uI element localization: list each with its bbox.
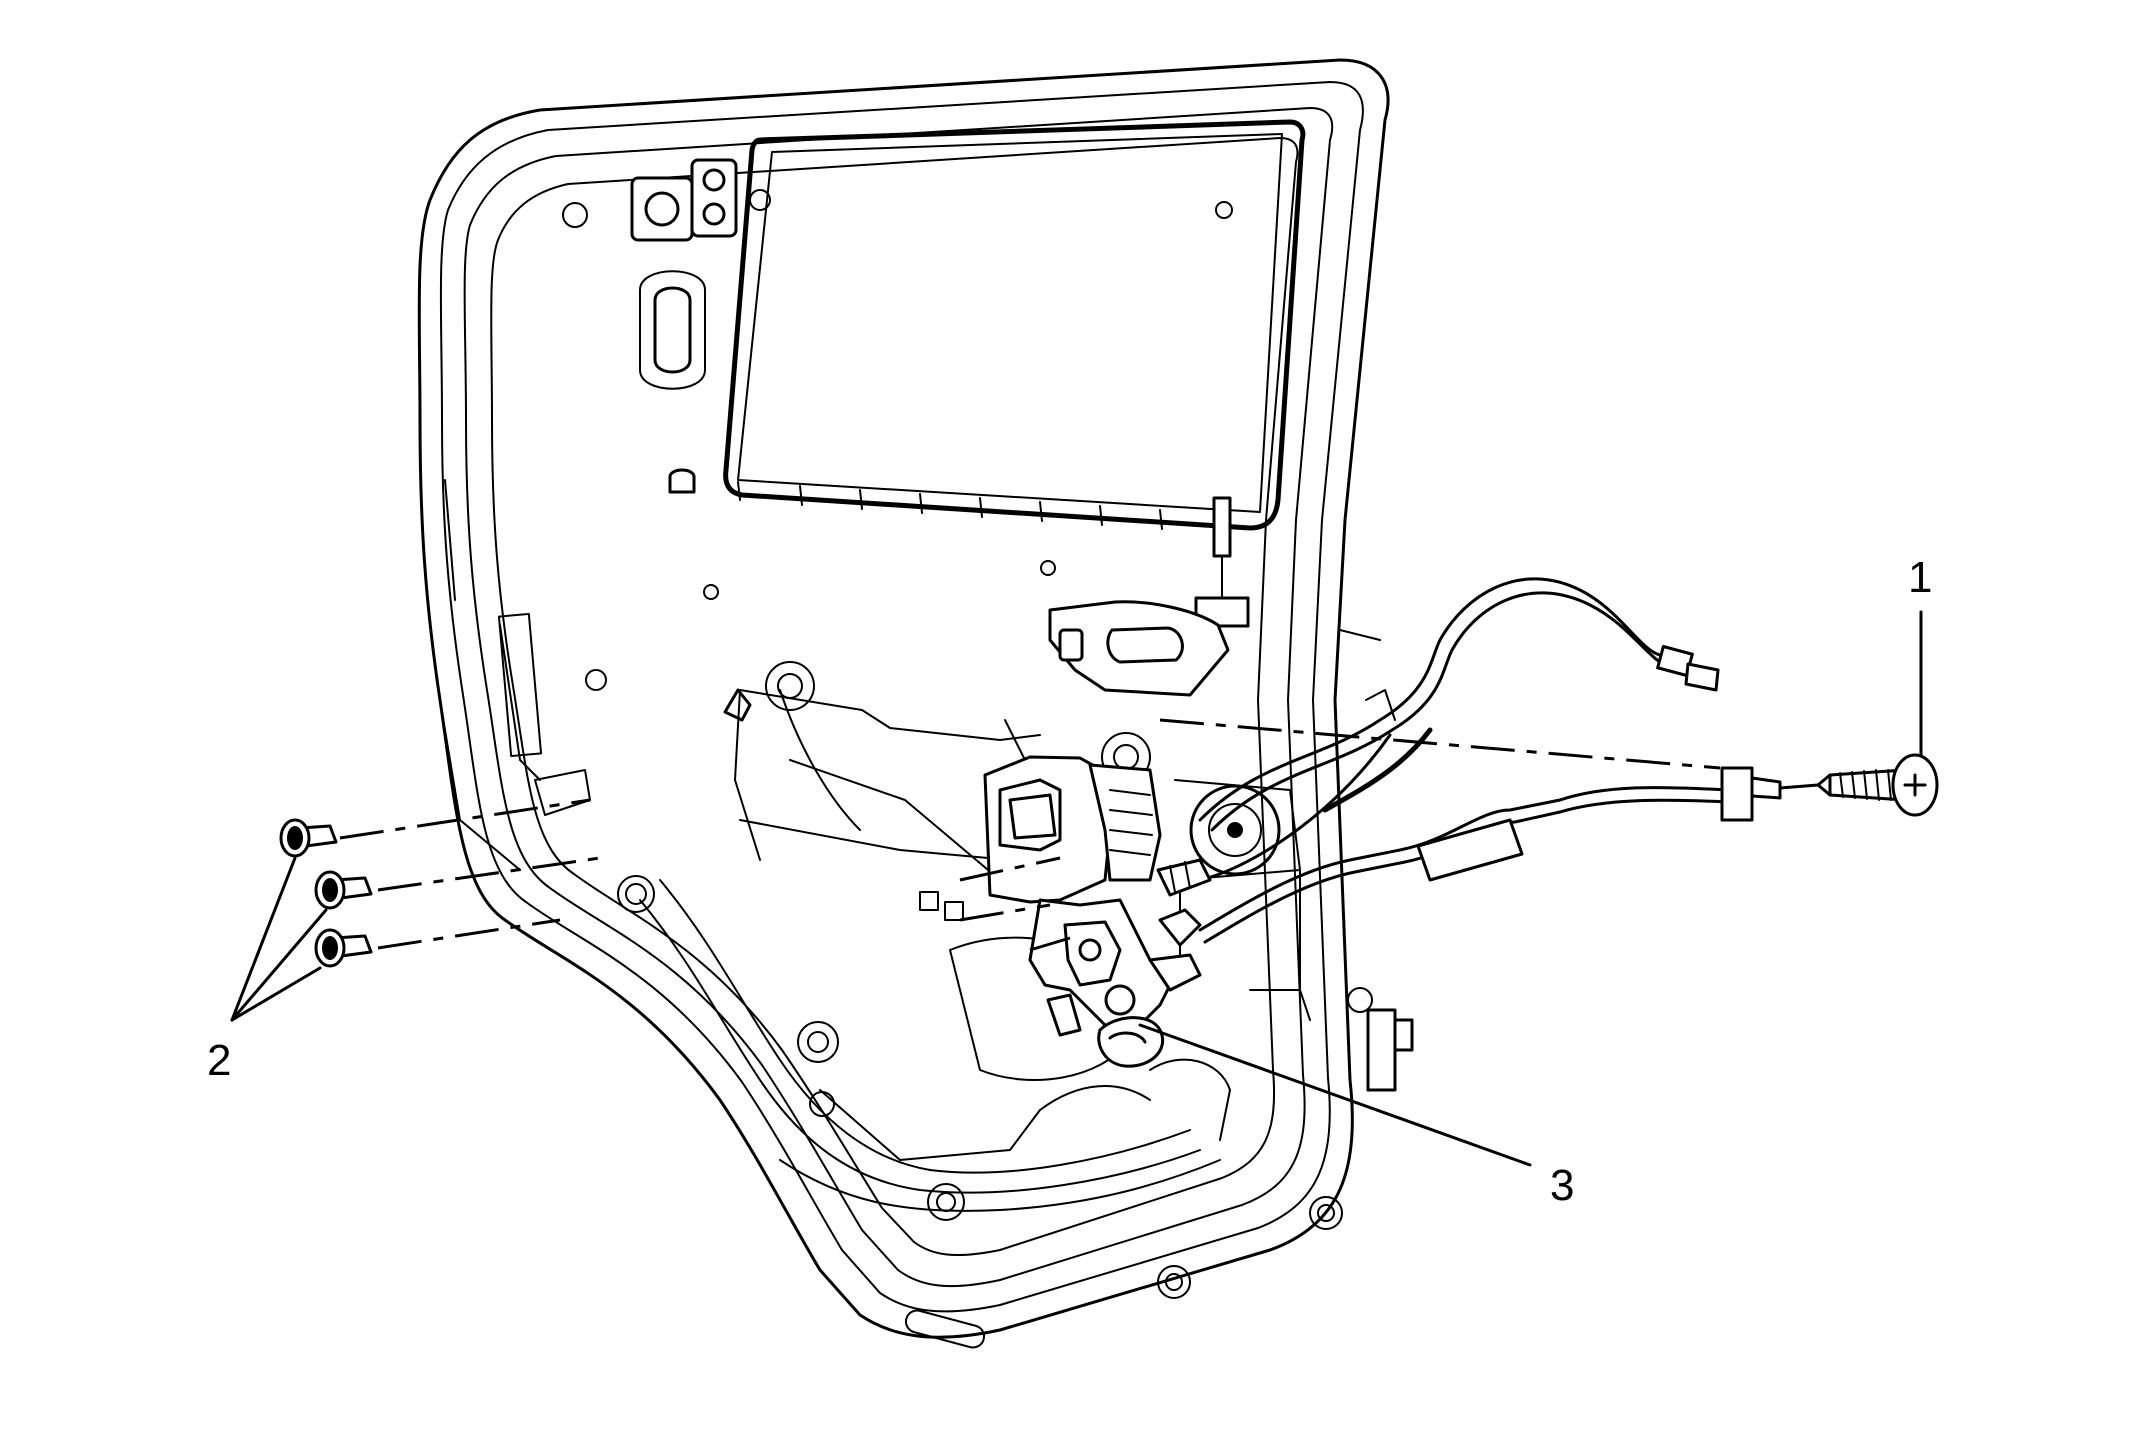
door-panel xyxy=(417,58,1414,1349)
bolt-middle xyxy=(314,870,373,910)
alignment-lines xyxy=(339,718,1819,952)
door-latch-assembly xyxy=(983,755,1212,1068)
callout-1: 1 xyxy=(1908,553,1932,757)
latch-bolts xyxy=(279,818,373,968)
callout-3: 3 xyxy=(1138,1023,1574,1210)
callout-2-label: 2 xyxy=(207,1036,231,1085)
bolt-upper xyxy=(279,818,338,858)
callout-2: 2 xyxy=(207,856,328,1085)
callout-3-label: 3 xyxy=(1550,1161,1574,1210)
latch-cables xyxy=(1198,577,1782,944)
latch-cable-screw xyxy=(1816,753,1939,817)
bolt-lower xyxy=(314,928,373,968)
callout-1-label: 1 xyxy=(1908,553,1932,602)
